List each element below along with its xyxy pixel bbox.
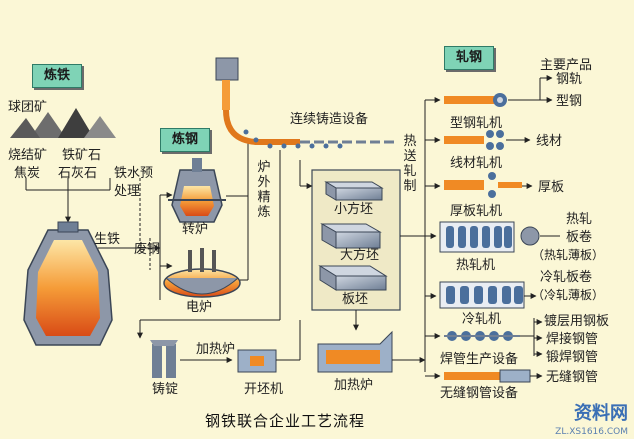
label-electric-furnace: 电炉 xyxy=(186,300,213,315)
label-pretreat-1: 铁水预 xyxy=(114,166,154,181)
label-reheat-furnace: 加热炉 xyxy=(334,378,374,393)
converter xyxy=(168,158,226,223)
label-refining: 炉外精炼 xyxy=(257,160,271,220)
reheat-furnace xyxy=(317,330,426,373)
product-forge-weld-pipe: 锻焊钢管 xyxy=(546,350,599,365)
product-plate: 厚板 xyxy=(538,180,565,195)
label-pellet: 球团矿 xyxy=(8,100,48,115)
billet-box xyxy=(311,169,401,311)
diagram-title: 钢铁联合企业工艺流程 xyxy=(205,412,366,430)
product-cold-coil-1: 冷轧板卷 xyxy=(540,270,593,285)
label-pipe-weld: 焊管生产设备 xyxy=(440,352,519,367)
label-main-products: 主要产品 xyxy=(540,58,593,73)
product-seamless-pipe: 无缝钢管 xyxy=(546,370,599,385)
section-tag-iron: 炼铁 xyxy=(32,64,82,88)
label-scrap: 废钢 xyxy=(134,242,161,257)
label-section-mill: 型钢轧机 xyxy=(450,116,503,131)
label-seamless: 无缝钢管设备 xyxy=(440,386,519,401)
ingot-route xyxy=(150,320,301,378)
product-hot-coil-3: （热轧薄板） xyxy=(532,248,605,262)
label-slab: 板坯 xyxy=(342,292,369,307)
label-hot-charging: 热送轧制 xyxy=(403,134,417,194)
section-tag-steel: 炼钢 xyxy=(160,128,210,152)
product-wire: 线材 xyxy=(536,134,563,149)
watermark-brand: 资料网 xyxy=(574,403,628,424)
label-continuous-casting: 连续铸造设备 xyxy=(290,112,369,127)
label-limestone: 石灰石 xyxy=(58,166,98,181)
label-billet: 小方坯 xyxy=(334,202,374,217)
product-hot-coil-2: 板卷 xyxy=(566,230,593,245)
raw-connectors xyxy=(25,178,111,223)
product-hot-coil-1: 热轧 xyxy=(566,212,593,227)
product-rail: 钢轨 xyxy=(556,72,583,87)
mill-feed-lines xyxy=(425,97,560,379)
label-plate-mill: 厚板轧机 xyxy=(450,204,503,219)
refining-line xyxy=(137,139,281,339)
label-ingot: 铸锭 xyxy=(152,382,179,397)
product-cold-coil-2: （冷轧薄板） xyxy=(532,288,605,302)
label-converter: 转炉 xyxy=(182,222,209,237)
label-cold-mill: 冷轧机 xyxy=(462,312,502,327)
label-blooming-mill: 开坯机 xyxy=(244,382,284,397)
section-tag-rolling: 轧钢 xyxy=(444,46,494,70)
rolling-mills xyxy=(439,75,553,383)
label-wire-mill: 线材轧机 xyxy=(450,156,503,171)
label-coke: 焦炭 xyxy=(14,166,41,181)
continuous-caster xyxy=(215,57,395,149)
raw-material-piles xyxy=(10,108,116,138)
label-bloom: 大方坯 xyxy=(340,248,380,263)
product-welded-pipe: 焊接钢管 xyxy=(546,332,599,347)
label-pretreat-2: 处理 xyxy=(114,184,141,199)
watermark-url: ZL.XS1616.COM xyxy=(555,427,628,437)
blast-furnace xyxy=(23,221,113,346)
product-shape: 型钢 xyxy=(556,94,583,109)
label-pig-iron: 生铁 xyxy=(94,232,121,247)
label-sinter: 烧结矿 xyxy=(8,148,48,163)
electric-furnace xyxy=(163,248,241,298)
pig-iron-line xyxy=(98,178,173,300)
product-coated: 镀层用钢板 xyxy=(544,314,610,329)
label-iron-ore: 铁矿石 xyxy=(62,148,102,163)
label-hot-mill: 热轧机 xyxy=(456,258,496,273)
label-soaking-furnace: 加热炉 xyxy=(196,342,236,357)
